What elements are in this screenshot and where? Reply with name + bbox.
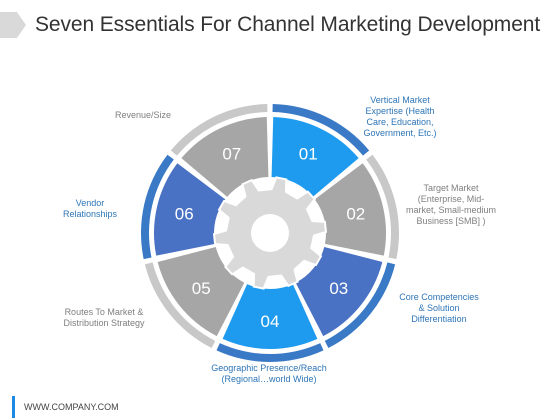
outer-ring-06 [141, 154, 174, 260]
label-06: Vendor Relationships [62, 198, 118, 219]
segment-05 [157, 246, 245, 337]
segment-07 [181, 117, 269, 197]
outer-ring-04 [216, 343, 324, 363]
page-title: Seven Essentials For Channel Marketing D… [35, 13, 541, 36]
outer-ring-05 [144, 262, 216, 349]
segment-04 [222, 284, 318, 349]
segment-01 [271, 117, 359, 197]
segment-number-03: 03 [329, 279, 348, 298]
segment-06 [154, 163, 226, 256]
label-03: Core Competencies & Solution Differentia… [399, 292, 479, 324]
footer-accent-bar [12, 396, 15, 418]
segment-number-02: 02 [346, 204, 365, 223]
outer-ring-01 [272, 104, 370, 156]
segment-02 [314, 163, 386, 256]
label-02: Target Market (Enterprise, Mid- market, … [405, 183, 497, 226]
label-05: Routes To Market & Distribution Strategy [63, 307, 145, 328]
segment-number-07: 07 [222, 145, 241, 164]
label-01: Vertical Market Expertise (Health Care, … [363, 95, 437, 138]
segment-number-01: 01 [299, 145, 318, 164]
gear-hub [251, 214, 289, 252]
label-07: Revenue/Size [114, 110, 172, 120]
segment-number-04: 04 [261, 312, 280, 331]
segment-number-06: 06 [175, 204, 194, 223]
outer-ring-02 [366, 154, 399, 260]
outer-ring-03 [324, 262, 396, 349]
segment-number-05: 05 [192, 279, 211, 298]
segment-03 [295, 246, 383, 337]
label-04: Geographic Presence/Reach (Regional…worl… [211, 363, 327, 384]
outer-ring-07 [170, 104, 268, 156]
footer-url: WWW.COMPANY.COM [24, 402, 119, 412]
